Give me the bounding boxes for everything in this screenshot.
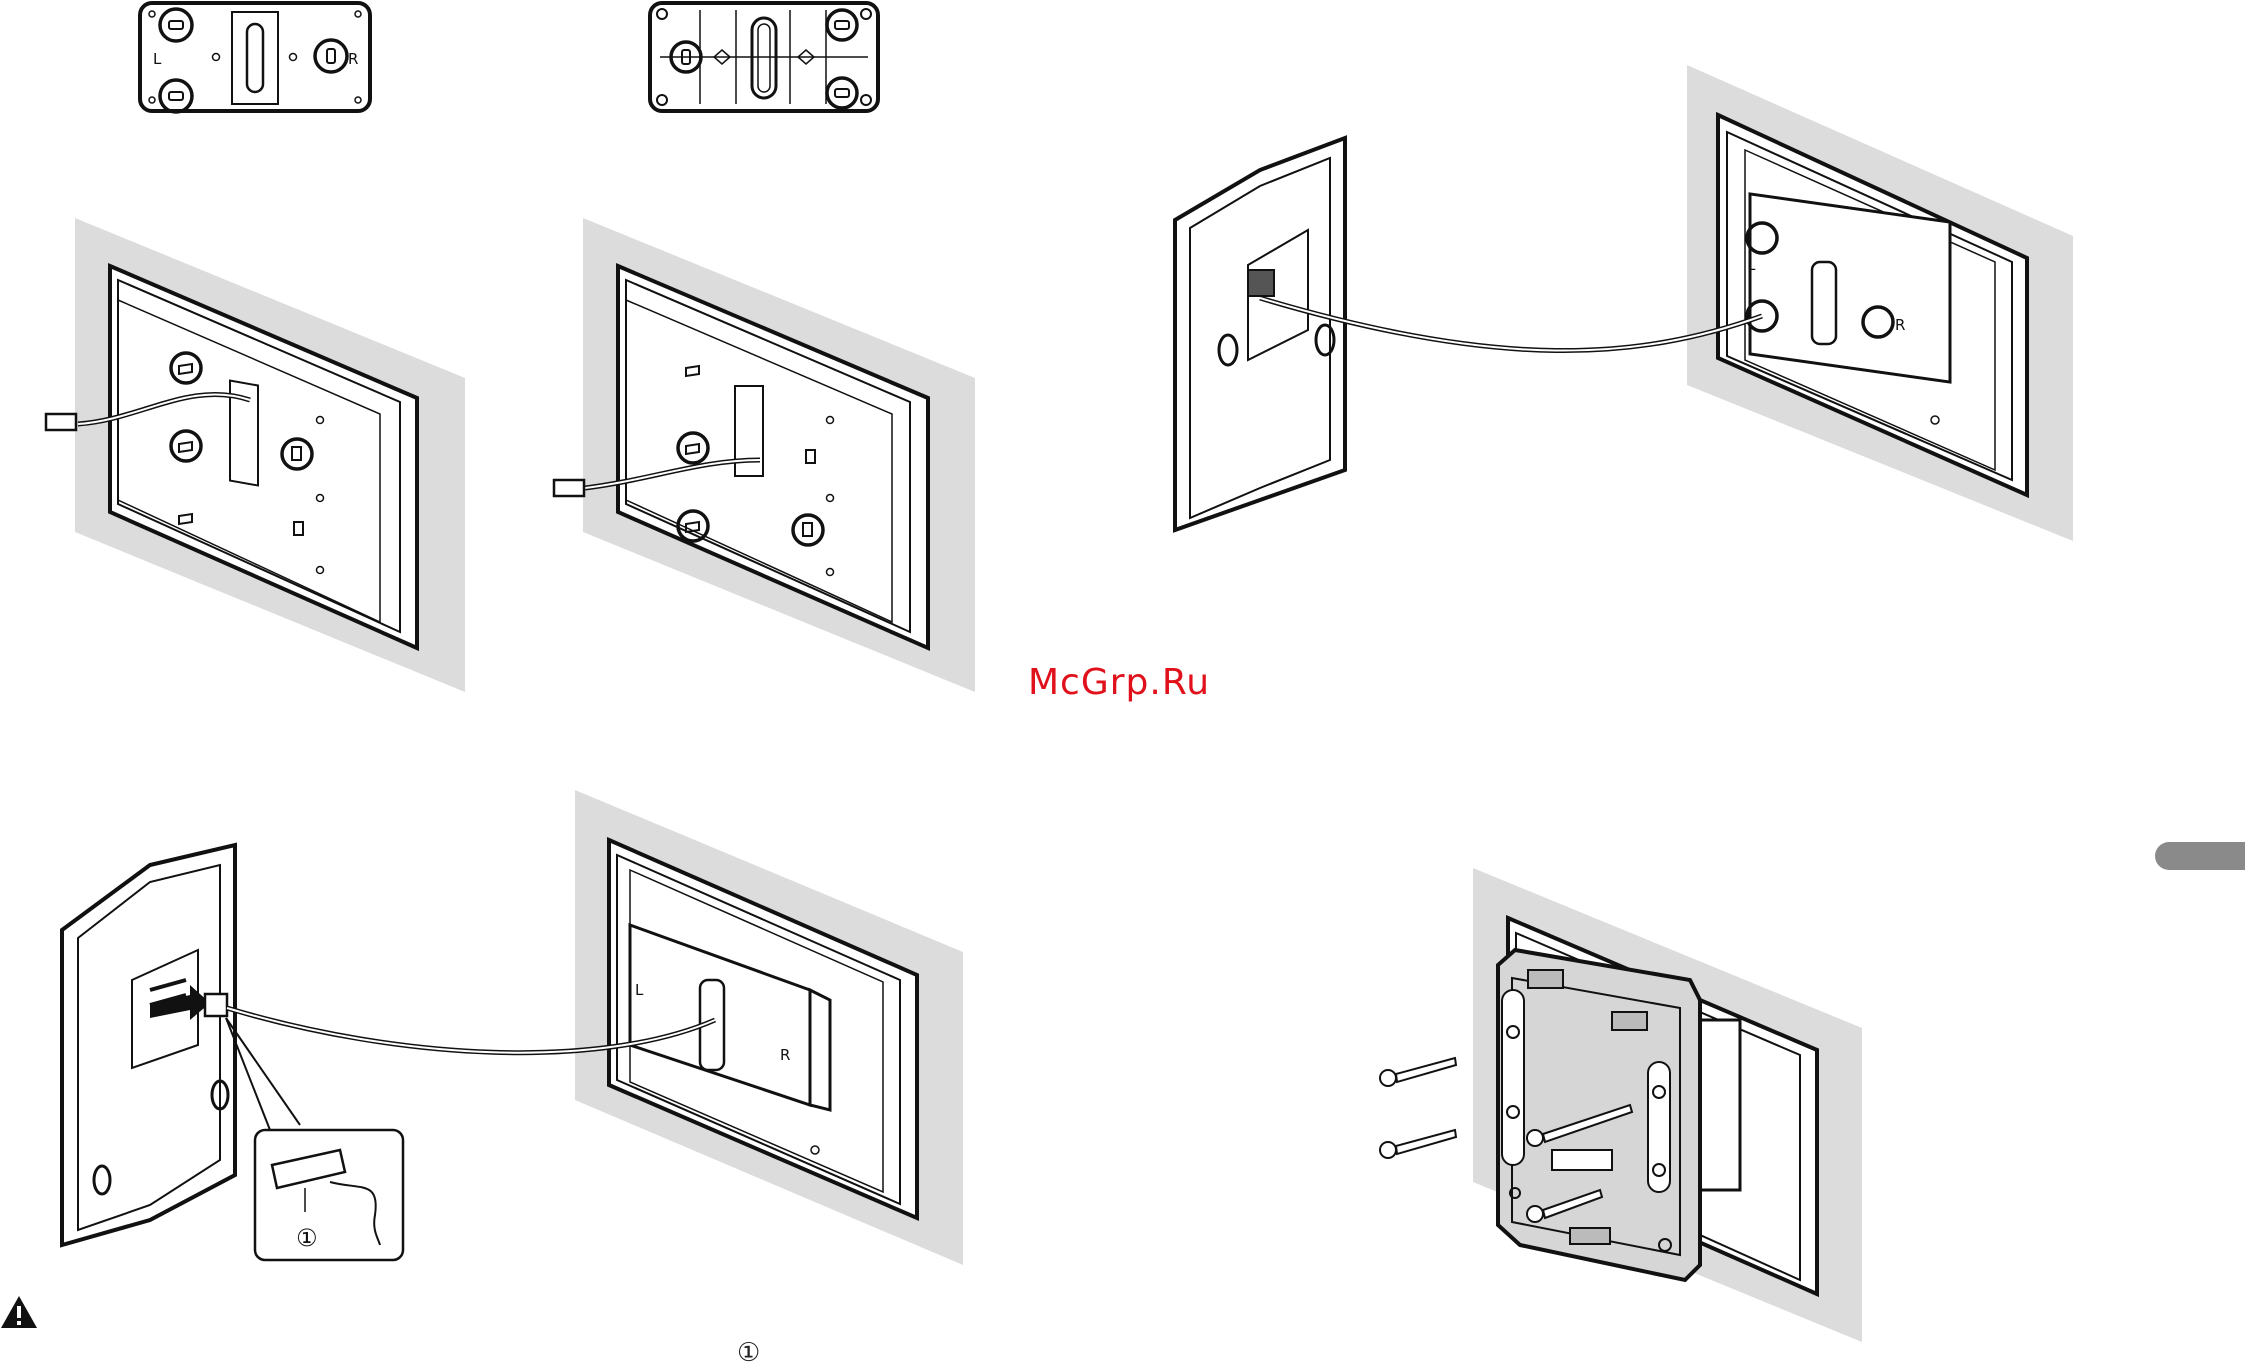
svg-text:R: R <box>1895 316 1905 334</box>
step-unit-connect-bottom: L R <box>62 790 963 1265</box>
warning-triangle-icon <box>0 1295 38 1329</box>
svg-text:R: R <box>780 1046 790 1064</box>
plate-right-label: R <box>348 50 358 68</box>
plate-left-label: L <box>153 50 162 68</box>
svg-text:L: L <box>635 981 644 999</box>
watermark-text: McGrp.Ru <box>1028 662 1210 703</box>
step-unit-connect-top: L R <box>1175 65 2073 541</box>
connector-callout-box <box>255 1130 403 1260</box>
step-bracket-screws <box>1380 868 1862 1342</box>
footer-reference-number: ① <box>737 1338 760 1368</box>
svg-text:L: L <box>1747 256 1756 274</box>
step-wall-plate-cable-left <box>46 218 465 692</box>
section-tab-marker <box>2155 842 2245 870</box>
callout-number: ① <box>296 1224 318 1252</box>
mounting-plate-front-diagram <box>140 3 370 112</box>
step-wall-plate-cable-right <box>554 218 975 692</box>
mounting-plate-back-diagram <box>650 3 878 111</box>
